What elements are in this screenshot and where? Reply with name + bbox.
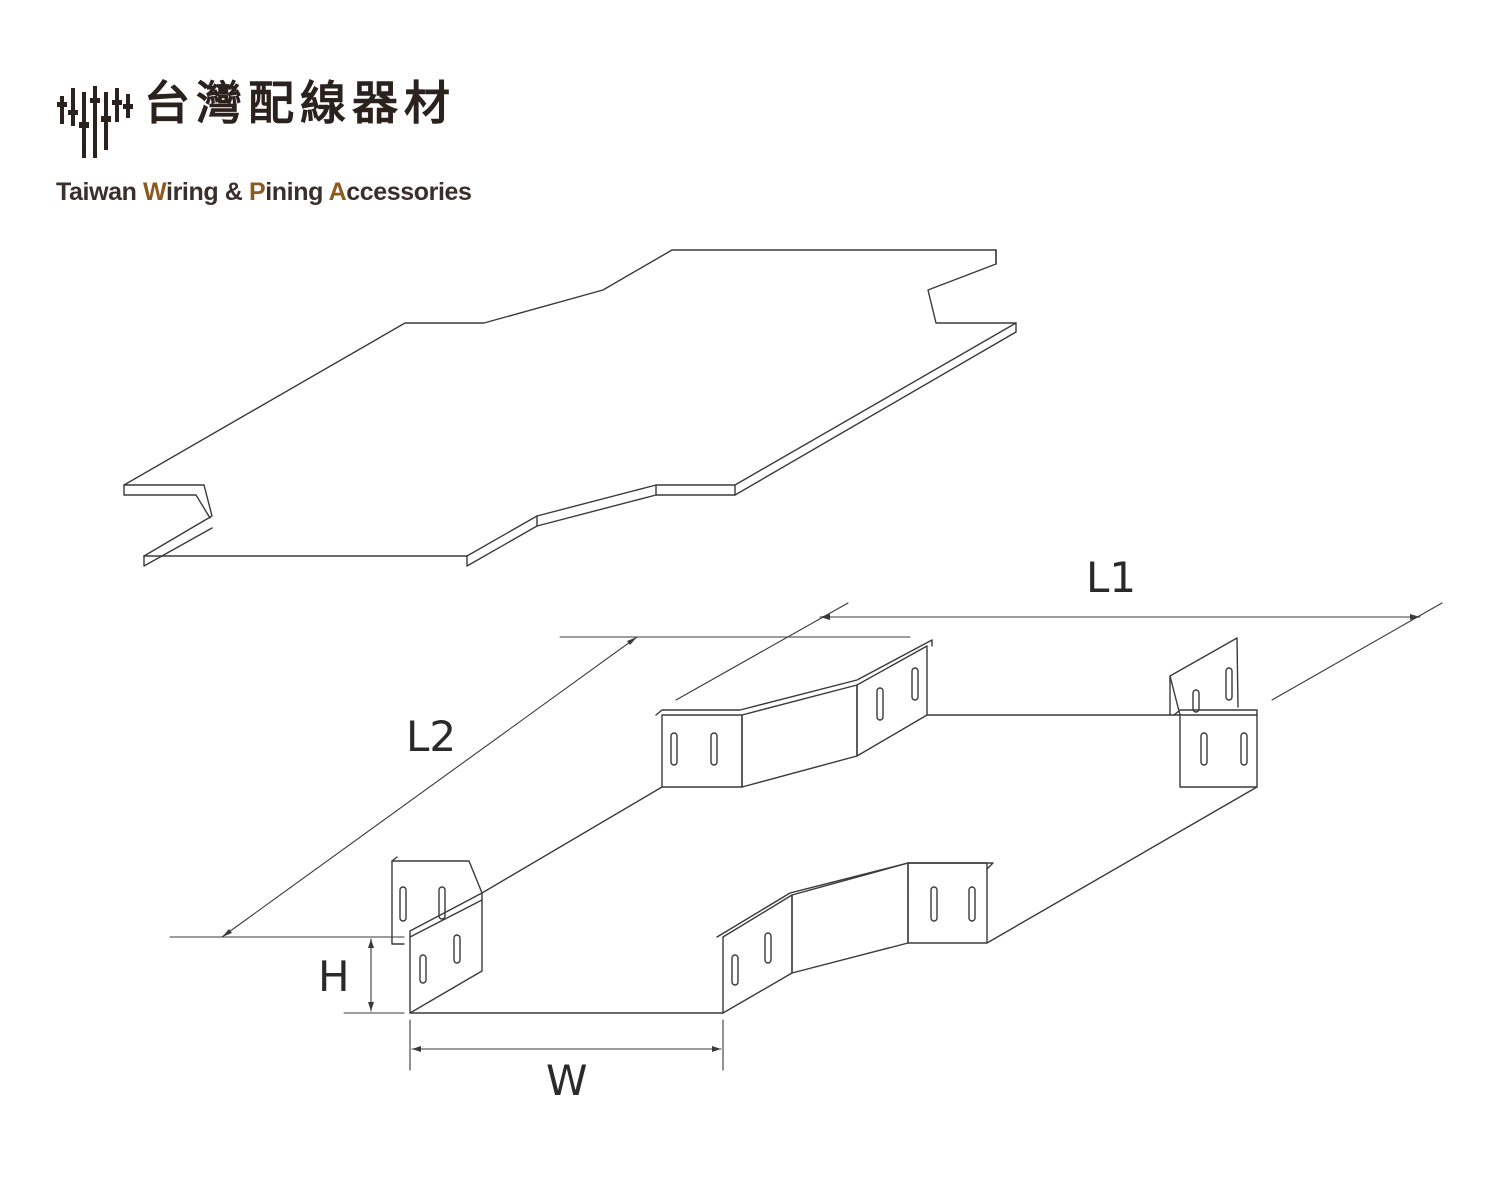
l2-label: L2 — [406, 712, 456, 761]
logo-mark-icon — [57, 86, 133, 158]
bracket-back-right — [1169, 637, 1258, 788]
logo-english-name: Taiwan Wiring & Pining Accessories — [56, 180, 472, 205]
bracket-back-left — [655, 639, 933, 788]
company-logo: 台灣配線器材 Taiwan Wiring & Pining Accessorie… — [56, 78, 476, 218]
logo-accent-letter: P — [248, 178, 266, 206]
logo-english-text: ining — [265, 178, 329, 206]
logo-chinese-name: 台灣配線器材 — [144, 76, 456, 130]
floor-left-back-edge — [481, 786, 663, 894]
l2-dimension-line — [221, 636, 638, 938]
logo-accent-letter: W — [143, 178, 167, 206]
logo-accent-letter: A — [328, 178, 347, 206]
tray-cover-plate — [123, 249, 1017, 567]
dimension-lines — [169, 602, 1443, 1071]
l1-extension-right — [1271, 602, 1443, 701]
h-label: H — [318, 952, 350, 1001]
bracket-front-left — [391, 856, 483, 1014]
logo-english-text: iring & — [166, 178, 249, 206]
logo-english-text: ccessories — [346, 178, 472, 206]
bracket-front-right — [716, 862, 994, 1014]
l1-extension-left — [675, 602, 849, 701]
logo-english-text: Taiwan — [56, 178, 144, 206]
w-label: W — [546, 1056, 588, 1105]
floor-right-edge — [986, 786, 1258, 944]
l1-label: L1 — [1086, 553, 1136, 602]
tray-cross-body — [391, 637, 1258, 1014]
